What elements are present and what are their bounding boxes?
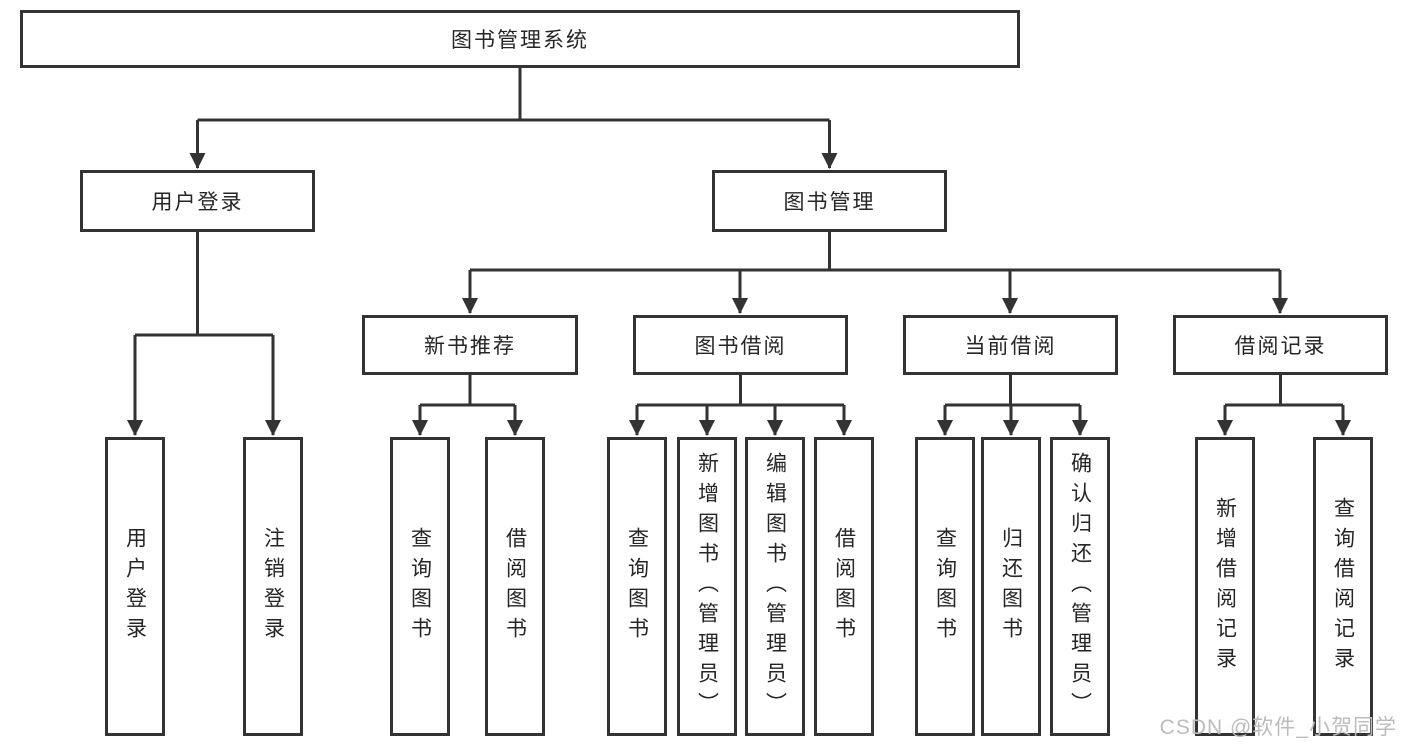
leaf-current-confirm-admin: 确认归还（管理员） — [1050, 437, 1110, 736]
node-root-title: 图书管理系统 — [20, 10, 1020, 68]
node-book-borrow: 图书借阅 — [633, 315, 848, 375]
node-user-login: 用户登录 — [80, 170, 315, 232]
leaf-record-query: 查询借阅记录 — [1313, 437, 1373, 736]
leaf-user-login: 用户登录 — [105, 437, 165, 736]
leaf-borrow-query: 查询图书 — [607, 437, 667, 736]
node-book-management: 图书管理 — [712, 170, 947, 232]
node-current-borrow: 当前借阅 — [903, 315, 1118, 375]
leaf-record-add: 新增借阅记录 — [1195, 437, 1255, 736]
node-borrow-record: 借阅记录 — [1173, 315, 1388, 375]
node-new-book-recommend: 新书推荐 — [362, 315, 578, 375]
leaf-current-query: 查询图书 — [915, 437, 975, 736]
leaf-borrow-add-admin: 新增图书（管理员） — [677, 437, 737, 736]
leaf-newbook-query: 查询图书 — [390, 437, 450, 736]
leaf-newbook-borrow: 借阅图书 — [485, 437, 545, 736]
leaf-borrow-edit-admin: 编辑图书（管理员） — [745, 437, 805, 736]
connector-arrows — [127, 120, 1351, 436]
connector-rails — [135, 68, 1343, 407]
leaf-logout: 注销登录 — [243, 437, 303, 736]
leaf-borrow-borrow: 借阅图书 — [814, 437, 874, 736]
leaf-current-return: 归还图书 — [981, 437, 1041, 736]
csdn-watermark: CSDN @软件_小贺同学 — [1159, 716, 1397, 739]
